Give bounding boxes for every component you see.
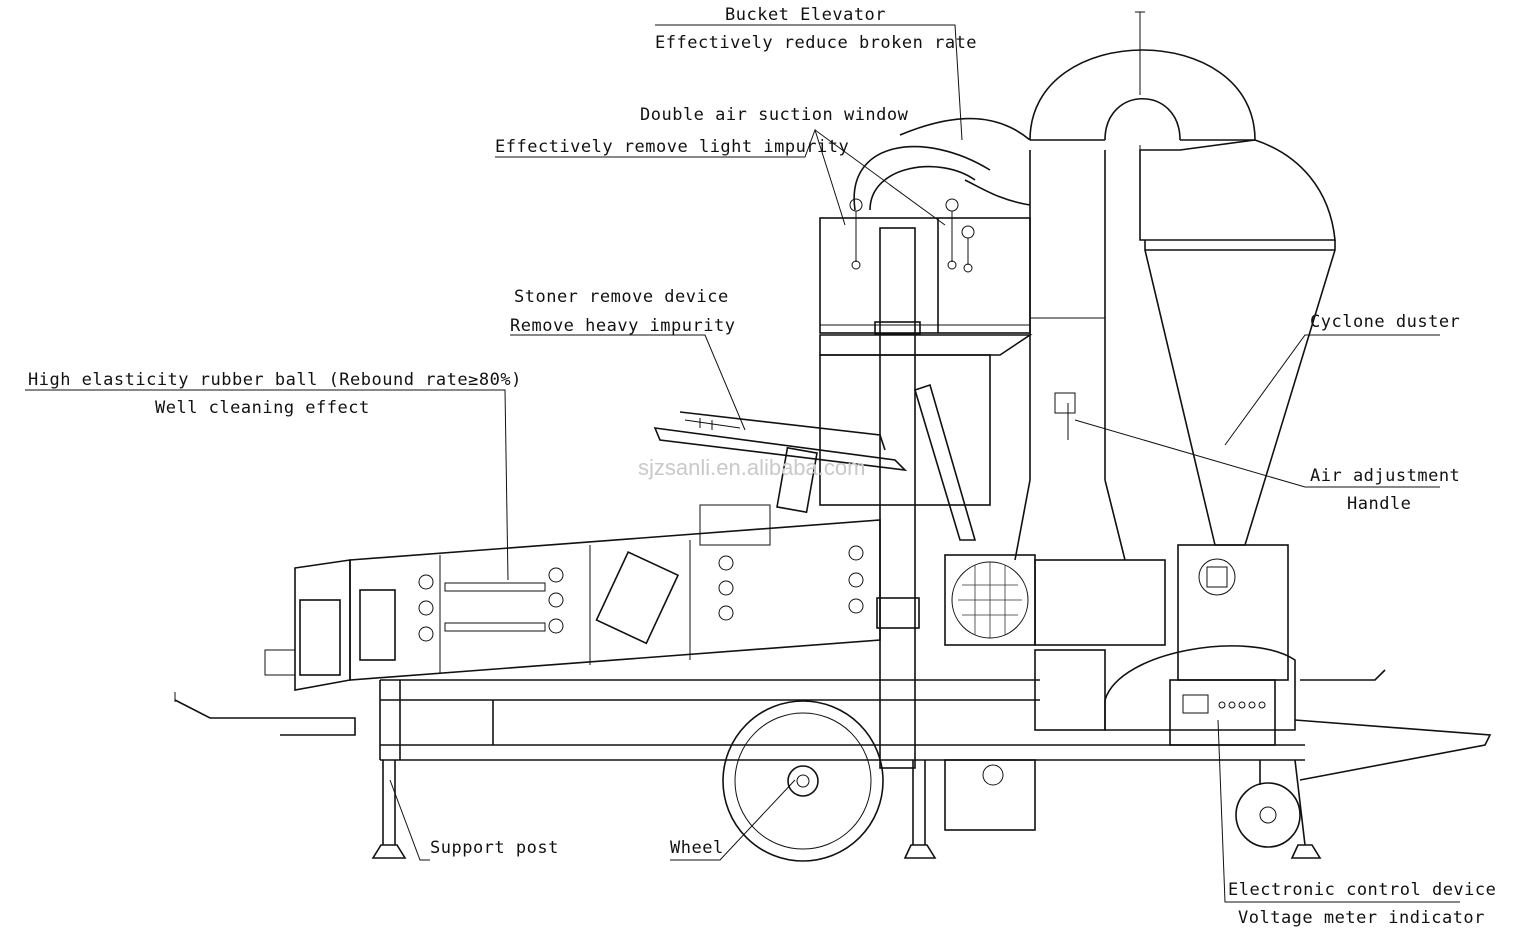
wheel-caster [1235,759,1306,848]
support-post-right [903,760,937,859]
label-rubber-ball: High elasticity rubber ball (Rebound rat… [28,370,522,390]
label-bucket-elevator: Bucket Elevator [725,5,887,25]
label-air-suction-window: Double air suction window [640,105,909,125]
watermark: sjzsanli.en.alibaba.com [638,455,866,480]
wheel-main [722,700,884,862]
frame [174,669,1492,781]
cyclone-duster [1139,139,1336,546]
leader-lines [25,24,1460,903]
label-bucket-elevator-desc: Effectively reduce broken rate [655,33,978,53]
support-post-left [371,760,407,859]
sieve-box [264,519,881,691]
support-post-tail [1290,844,1322,859]
label-control-device-desc: Voltage meter indicator [1238,908,1485,928]
label-air-suction-window-desc: Effectively remove light impurity [495,137,850,157]
label-air-adjustment: Air adjustment [1310,466,1461,486]
label-rubber-ball-desc: Well cleaning effect [155,398,370,418]
stoner-device [653,383,977,546]
label-air-adjustment-handle: Handle [1347,494,1412,514]
label-control-device: Electronic control device [1228,880,1497,900]
label-support-post: Support post [430,838,559,858]
control-box [1169,679,1276,746]
label-stoner: Stoner remove device [514,287,729,307]
fan-housing [944,544,1296,831]
label-cyclone-duster: Cyclone duster [1310,312,1461,332]
bucket-elevator [1014,11,1256,561]
label-stoner-desc: Remove heavy impurity [510,316,736,336]
label-wheel: Wheel [670,838,724,858]
double-air-suction-window [819,117,1076,769]
